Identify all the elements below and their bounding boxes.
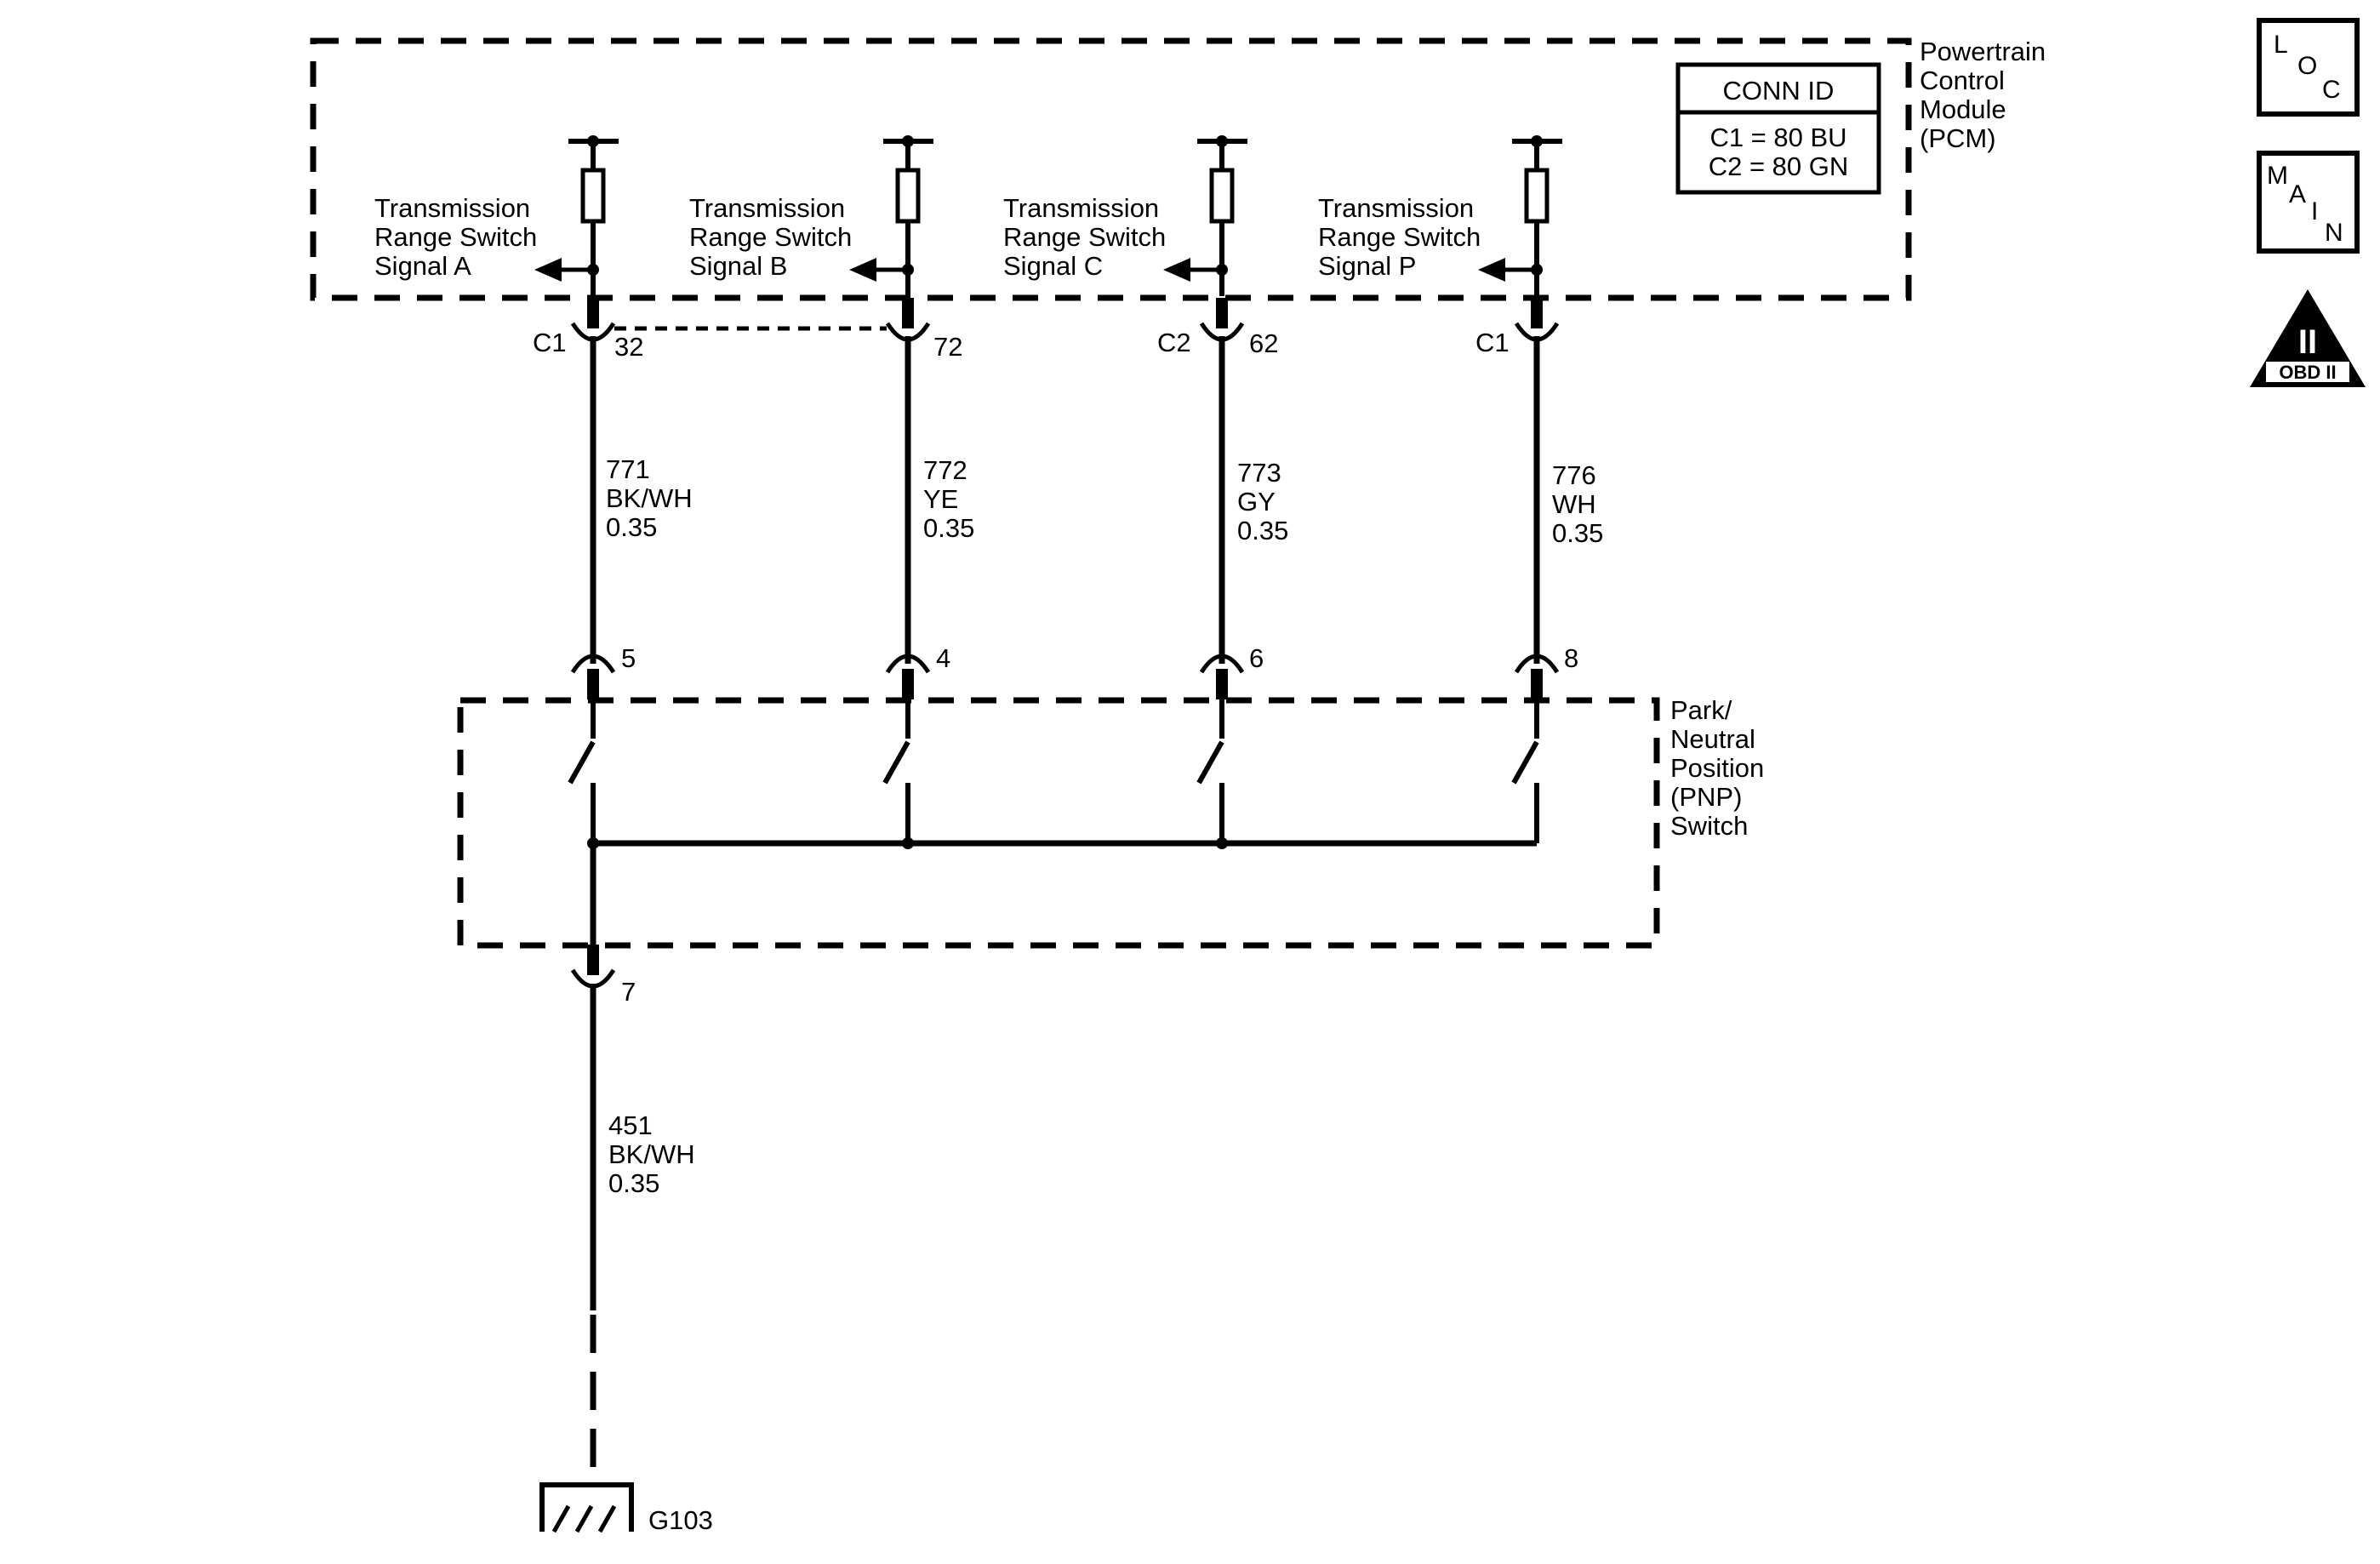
pcm-title-line-4: (PCM) [1920,123,1996,153]
switch-contact [1196,740,1224,785]
ground-wire-circuit-number: 451 [608,1110,653,1140]
main-letter-n: N [2325,219,2343,247]
signal-c-line-2: Range Switch [1003,222,1166,252]
pcm-resistor [895,168,921,224]
wire-gauge: 0.35 [1237,516,1288,545]
wire-color: WH [1552,489,1596,519]
ground-circuit: 7 451 BK/WH 0.35 G103 [539,843,713,1535]
main-index-icon[interactable] [2257,151,2360,254]
circuit-signal-a: Transmission Range Switch Signal A C1 32… [374,135,693,849]
main-letter-i: I [2311,197,2318,225]
switch-contact [882,740,910,785]
switch-contact [1511,740,1539,785]
conn-id-table: CONN ID C1 = 80 BU C2 = 80 GN [1675,62,1881,195]
pcm-title-line-3: Module [1920,94,2006,124]
wire-color: YE [923,484,958,514]
wire-color: GY [1237,487,1276,517]
signal-arrow-icon [849,258,876,282]
pcm-title-line-2: Control [1920,66,2005,95]
signal-b-line-1: Transmission [689,193,845,223]
ground-icon [539,1482,634,1533]
pnp-title-line-3: Position [1670,753,1764,783]
pnp-title-line-2: Neutral [1670,724,1755,754]
signal-p-line-1: Transmission [1318,193,1474,223]
main-letter-m: M [2267,162,2288,190]
wire-circuit-number: 772 [923,455,967,485]
switch-pin-label: 5 [621,643,636,673]
wire-circuit-number: 773 [1237,458,1281,488]
wire-circuit-number: 771 [606,454,650,484]
signal-a-line-2: Range Switch [374,222,537,252]
conn-id-row-1: C1 = 80 BU [1709,123,1846,152]
circuit-signal-b: Transmission Range Switch Signal B 72 77… [689,135,974,849]
main-button[interactable]: M A I N [2257,151,2360,254]
pcm-resistor [1524,168,1550,224]
pcm-connector-label: C1 [533,328,567,357]
obd-label: OBD II [2279,362,2336,383]
loc-letter-l: L [2274,31,2288,59]
loc-letter-o: O [2297,52,2317,80]
ground-wire-color: BK/WH [608,1139,695,1169]
signal-b-line-3: Signal B [689,251,787,281]
wire-gauge: 0.35 [606,512,657,542]
pnp-switch: Park/ Neutral Position (PNP) Switch [457,695,1764,949]
pnp-title-line-4: (PNP) [1670,782,1742,812]
pcm-resistor [580,168,606,224]
circuit-signal-p: Transmission Range Switch Signal P C1 77… [1318,135,1603,843]
obd-symbol: II [2298,323,2317,361]
loc-letter-c: C [2322,76,2341,104]
wire-gauge: 0.35 [923,513,974,543]
signal-c-line-3: Signal C [1003,251,1103,281]
pcm-connector-label: C2 [1157,328,1191,357]
pcm-resistor [1209,168,1235,224]
signal-arrow-icon [1478,258,1505,282]
loc-button[interactable]: L O C [2257,18,2360,117]
conn-id-header: CONN ID [1723,76,1835,106]
signal-p-line-2: Range Switch [1318,222,1481,252]
ground-switch-pin-label: 7 [621,977,636,1007]
signal-a-line-1: Transmission [374,193,530,223]
switch-pin-label: 6 [1249,643,1264,673]
pcm-module: Powertrain Control Module (PCM) CONN ID … [310,37,2046,301]
wire-gauge: 0.35 [1552,518,1603,548]
wire-color: BK/WH [606,483,693,513]
switch-contact [568,740,596,785]
conn-id-row-2: C2 = 80 GN [1709,151,1849,181]
signal-b-line-2: Range Switch [689,222,852,252]
wire-circuit-number: 776 [1552,460,1596,490]
signal-arrow-icon [1163,258,1190,282]
signal-a-line-3: Signal A [374,251,471,281]
signal-arrow-icon [534,258,562,282]
obd-ii-button[interactable]: II OBD II [2250,289,2366,387]
switch-pin-label: 4 [936,643,950,673]
pnp-dashed-border [457,697,1660,949]
location-icon[interactable] [2257,18,2360,117]
signal-p-line-3: Signal P [1318,251,1416,281]
switch-pin-label: 8 [1564,643,1578,673]
pcm-dashed-border [310,37,1912,301]
signal-c-line-1: Transmission [1003,193,1159,223]
pnp-title-line-5: Switch [1670,811,1748,841]
ground-wire-gauge: 0.35 [608,1168,659,1198]
pcm-title-line-1: Powertrain [1920,37,2046,66]
pcm-connector-label: C1 [1475,328,1510,357]
pcm-pin-label: 72 [933,332,962,362]
pcm-pin-label: 62 [1249,328,1278,358]
main-letter-a: A [2289,180,2306,208]
ground-label: G103 [648,1505,713,1535]
pnp-title-line-1: Park/ [1670,695,1732,725]
circuit-signal-c: Transmission Range Switch Signal C C2 62… [1003,135,1288,849]
pcm-pin-label: 32 [614,332,643,362]
